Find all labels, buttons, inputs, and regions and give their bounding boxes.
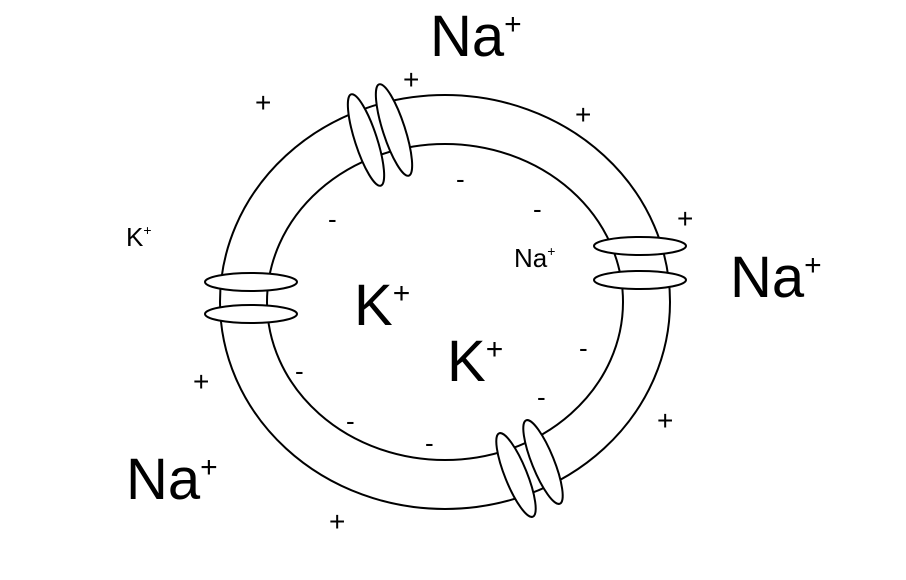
ion-channel-bottom (495, 419, 564, 518)
negative-charge: - (537, 382, 546, 412)
sodium-ion-top: Na+ (430, 4, 522, 69)
negative-charge: - (425, 428, 434, 458)
ion-channel-top (346, 83, 414, 187)
positive-charge: + (677, 203, 693, 234)
positive-charge: + (657, 405, 673, 436)
negative-charge: - (533, 194, 542, 224)
positive-charge: + (193, 366, 209, 397)
outer-membrane-ring (219, 94, 671, 510)
sodium-ion-right: Na+ (730, 245, 822, 310)
inner-membrane-ring (266, 143, 624, 461)
sodium-ion-bottom-left: Na+ (126, 447, 218, 512)
positive-charge: + (255, 87, 271, 118)
sodium-ion-inside: Na+ (514, 243, 555, 273)
ion-channel-left (204, 272, 298, 324)
negative-charge: - (295, 356, 304, 386)
negative-charge: - (346, 406, 355, 436)
positive-charge: + (575, 99, 591, 130)
negative-charge: - (328, 204, 337, 234)
negative-charge: - (579, 333, 588, 363)
positive-charge: + (329, 506, 345, 537)
potassium-ion-inside-2: K+ (447, 329, 503, 394)
positive-charge: + (403, 64, 419, 95)
negative-charge: - (456, 164, 465, 194)
potassium-ion-inside-1: K+ (354, 273, 410, 338)
ion-channel-right (593, 236, 687, 290)
potassium-ion-outside: K+ (126, 222, 152, 252)
